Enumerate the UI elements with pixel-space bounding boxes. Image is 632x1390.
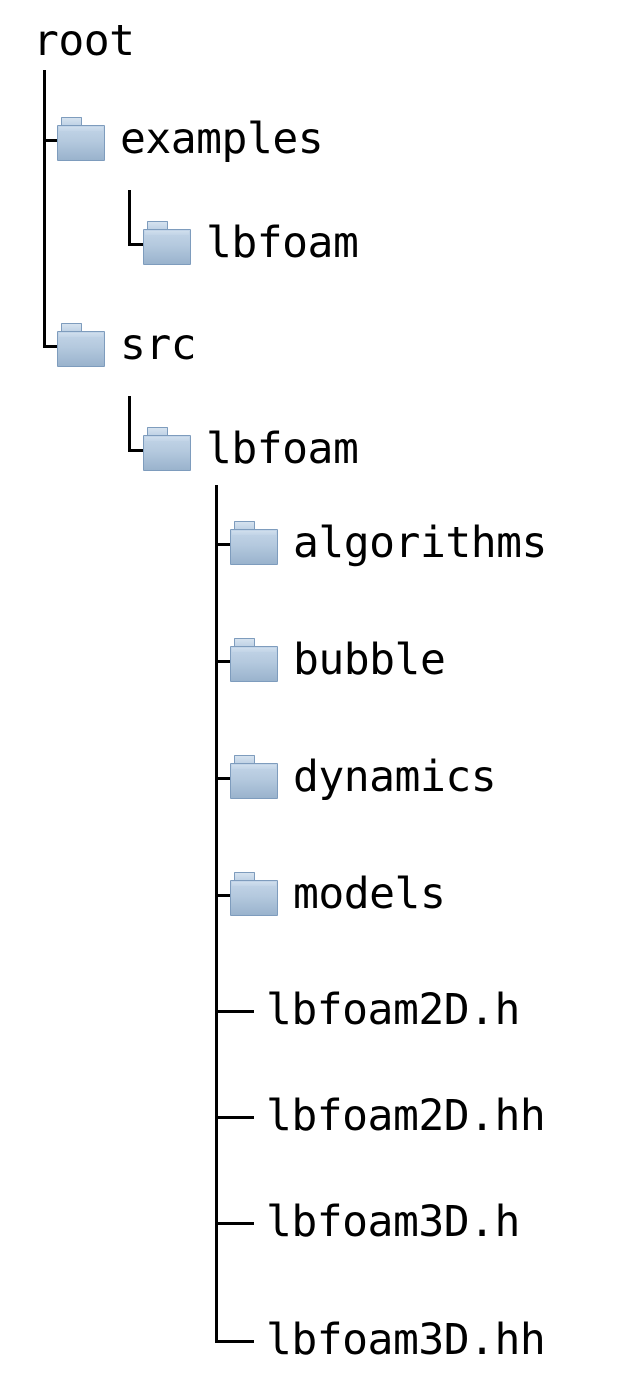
tree-branch-lbfoam2d-hh: [215, 1116, 254, 1119]
folder-icon: [230, 872, 278, 916]
tree-node-label-bubble: bubble: [293, 635, 446, 685]
folder-icon: [230, 521, 278, 565]
folder-body-icon: [230, 880, 278, 916]
tree-node-label-algorithms: algorithms: [293, 518, 547, 568]
folder-icon: [57, 323, 105, 367]
folder-tab-icon: [147, 427, 168, 437]
tree-node-label-examples: examples: [120, 114, 324, 164]
tree-branch-lbfoam3d-h: [215, 1222, 254, 1225]
tree-trunk-level-1: [43, 70, 46, 348]
tree-elbow-vertical-src-lbfoam: [128, 396, 131, 452]
folder-tab-icon: [61, 117, 82, 127]
folder-icon: [143, 427, 191, 471]
folder-icon: [230, 638, 278, 682]
folder-tab-icon: [61, 323, 82, 333]
tree-node-label-lbfoam3d-hh: lbfoam3D.hh: [266, 1315, 546, 1365]
folder-icon: [143, 221, 191, 265]
folder-tab-icon: [234, 638, 255, 648]
folder-body-icon: [57, 331, 105, 367]
tree-node-label-dynamics: dynamics: [293, 752, 497, 802]
tree-node-label-src-lbfoam: lbfoam: [206, 424, 359, 474]
folder-body-icon: [143, 229, 191, 265]
folder-icon: [230, 755, 278, 799]
tree-branch-algorithms: [215, 543, 232, 546]
tree-node-label-root: root: [33, 16, 135, 66]
folder-body-icon: [230, 646, 278, 682]
tree-trunk-level-3: [215, 485, 218, 1343]
tree-node-label-src: src: [120, 320, 197, 370]
tree-branch-src-lbfoam: [128, 449, 145, 452]
tree-branch-lbfoam3d-hh: [215, 1340, 254, 1343]
folder-tab-icon: [147, 221, 168, 231]
tree-branch-lbfoam2d-h: [215, 1010, 254, 1013]
folder-tab-icon: [234, 872, 255, 882]
tree-branch-examples: [43, 139, 59, 142]
folder-icon: [57, 117, 105, 161]
tree-branch-examples-lbfoam: [128, 243, 145, 246]
tree-branch-dynamics: [215, 777, 232, 780]
folder-body-icon: [143, 435, 191, 471]
folder-body-icon: [230, 763, 278, 799]
tree-node-label-lbfoam2d-h: lbfoam2D.h: [266, 985, 520, 1035]
folder-body-icon: [230, 529, 278, 565]
tree-node-label-examples-lbfoam: lbfoam: [206, 218, 359, 268]
tree-node-label-models: models: [293, 869, 446, 919]
folder-tab-icon: [234, 521, 255, 531]
tree-node-label-lbfoam3d-h: lbfoam3D.h: [266, 1197, 520, 1247]
tree-branch-models: [215, 894, 232, 897]
tree-branch-src: [43, 345, 59, 348]
folder-tab-icon: [234, 755, 255, 765]
tree-branch-bubble: [215, 660, 232, 663]
tree-node-label-lbfoam2d-hh: lbfoam2D.hh: [266, 1091, 546, 1141]
tree-elbow-vertical-examples-lbfoam: [128, 190, 131, 246]
folder-body-icon: [57, 125, 105, 161]
